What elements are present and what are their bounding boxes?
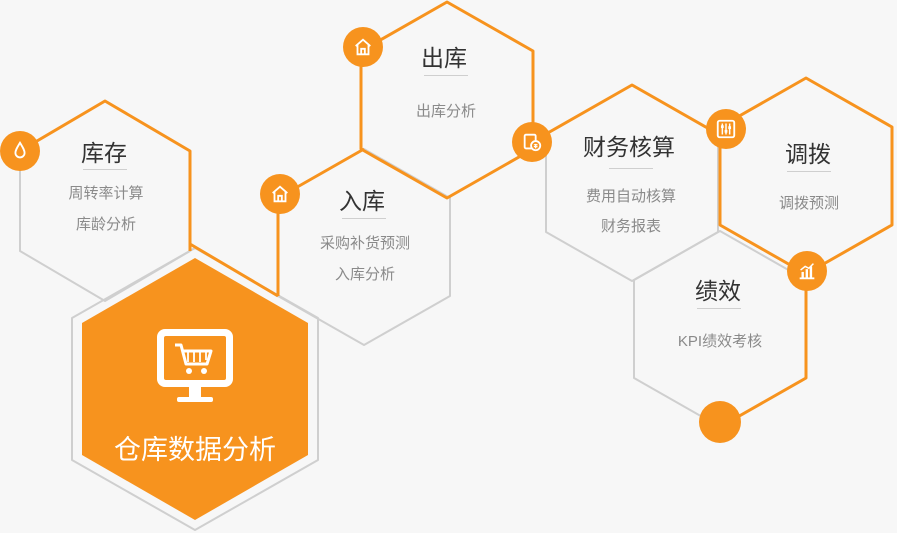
edge-kucun [19, 99, 192, 251]
chart-icon [799, 263, 815, 280]
jixiao-divider [697, 308, 741, 309]
badge-diaobo [706, 109, 746, 149]
settings-icon [716, 119, 736, 139]
ruku-item-2: 入库分析 [334, 266, 395, 283]
chuku-divider [424, 75, 468, 76]
water-drop-icon [14, 140, 26, 159]
kucun-item-2: 库龄分析 [75, 216, 136, 233]
caiwu-item-1: 费用自动核算 [585, 188, 676, 205]
badge-ruku [260, 174, 300, 214]
shopping-cart-monitor-icon [157, 329, 233, 402]
caiwu-divider [609, 168, 653, 169]
caiwu-item-2: 财务报表 [600, 218, 661, 235]
kucun-title: 库存 [81, 140, 127, 166]
home-icon [355, 38, 371, 56]
chuku-title: 出库 [421, 45, 467, 71]
home-icon [272, 185, 288, 203]
caiwu-title: 财务核算 [583, 134, 675, 160]
diaobo-divider [787, 171, 831, 172]
edge-jixiao [719, 280, 808, 429]
hex-center-outer [71, 247, 319, 531]
kucun-divider [83, 169, 127, 170]
finance-icon [523, 133, 542, 152]
kucun-item-1: 周转率计算 [68, 185, 144, 202]
badge-jixiao [787, 251, 827, 291]
ruku-title: 入库 [339, 188, 385, 214]
chuku-item-1: 出库分析 [415, 103, 476, 120]
edge-caiwu [545, 83, 719, 136]
ruku-item-1: 采购补货预测 [319, 235, 410, 252]
badge-kucun [0, 131, 40, 171]
connector-dot [699, 401, 741, 443]
badge-chuku [343, 27, 383, 67]
center-title: 仓库数据分析 [114, 435, 276, 465]
ruku-divider [342, 218, 386, 219]
badge-caiwu [512, 122, 552, 162]
center-icon [155, 327, 235, 407]
diaobo-item-1: 调拨预测 [778, 195, 839, 212]
diaobo-title: 调拨 [785, 141, 831, 167]
jixiao-item-1: KPI绩效考核 [677, 333, 763, 350]
edge-link [189, 242, 279, 298]
jixiao-title: 绩效 [695, 278, 741, 304]
